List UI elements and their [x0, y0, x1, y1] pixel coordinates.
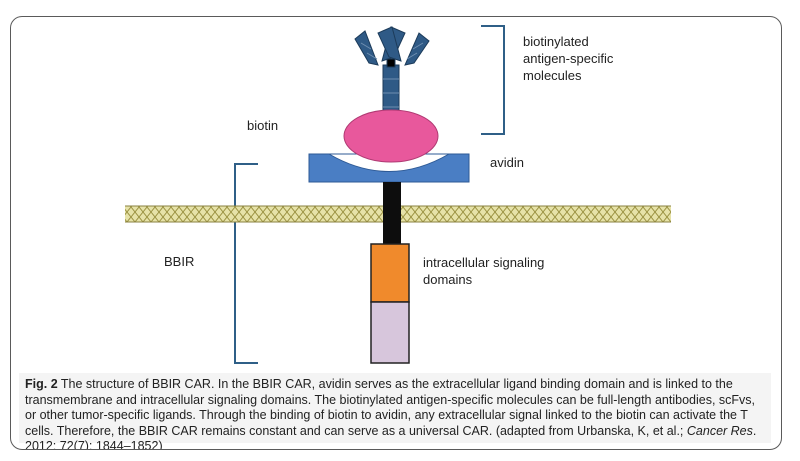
figure-caption: Fig. 2 The structure of BBIR CAR. In the…: [19, 373, 771, 449]
transmembrane-domain: [383, 182, 401, 244]
caption-text-2: . 2012; 72(7); 1844–1852): [25, 423, 757, 450]
label-biotin: biotin: [247, 118, 279, 133]
figure-frame: biotinylated antigen-specific molecules …: [10, 16, 782, 450]
bbir-car-diagram: [125, 25, 671, 364]
signaling-domain-orange: [370, 243, 410, 303]
caption-journal: Cancer Res: [686, 423, 753, 438]
signaling-domain-lilac: [370, 301, 410, 364]
caption-fig-label: Fig. 2: [25, 377, 58, 391]
biotinylated-bracket: [481, 25, 505, 135]
bbir-bracket: [234, 163, 258, 364]
avidin-shape: [308, 153, 470, 183]
biotin-ellipse: [343, 109, 439, 163]
caption-text-1: The structure of BBIR CAR. In the BBIR C…: [25, 377, 756, 438]
label-bbir: BBIR: [164, 254, 195, 269]
label-avidin: avidin: [490, 155, 524, 170]
label-intracellular: intracellular signaling domains: [423, 255, 545, 287]
label-biotinylated: biotinylated antigen-specific molecules: [523, 34, 614, 83]
